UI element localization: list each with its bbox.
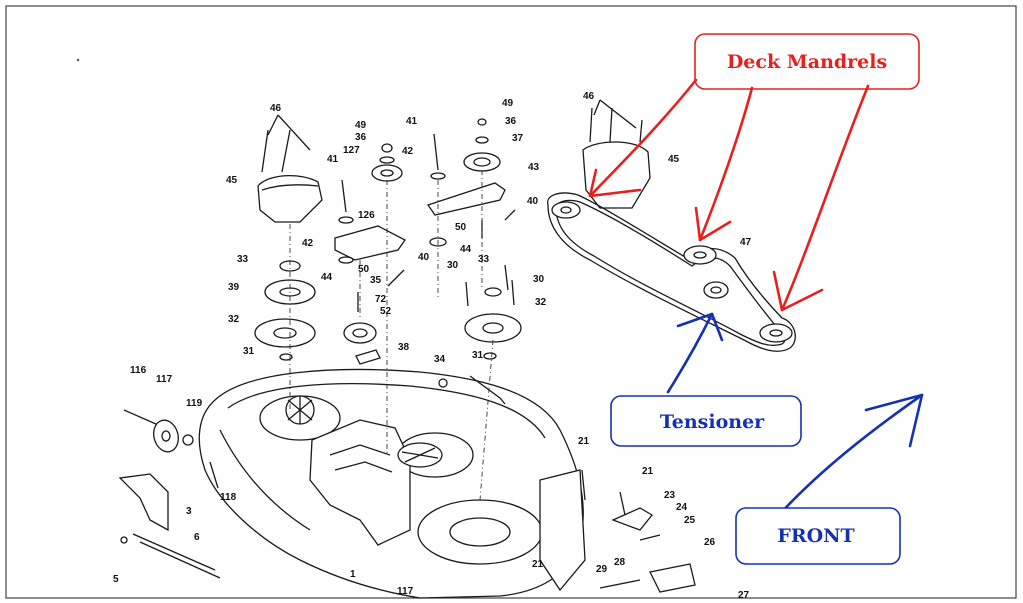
part-label-45-left: 45	[226, 175, 238, 186]
part-label-21-bottom: 21	[532, 559, 544, 570]
part-label-126: 126	[358, 210, 375, 221]
part-label-117-top: 117	[156, 374, 173, 385]
part-label-118: 118	[220, 492, 237, 503]
part-label-42-mid: 42	[302, 238, 314, 249]
part-label-36-mid: 36	[355, 132, 367, 143]
front-callout: FRONT	[735, 393, 924, 565]
part-label-28: 28	[614, 557, 626, 568]
part-label-117-bottom: 117	[397, 586, 414, 597]
part-label-39: 39	[228, 282, 240, 293]
part-label-42-right: 42	[402, 146, 414, 157]
part-label-30-left: 30	[447, 260, 459, 271]
part-label-33-left: 33	[237, 254, 249, 265]
part-label-47: 47	[740, 237, 752, 248]
part-label-34: 34	[434, 354, 446, 365]
part-label-29: 29	[596, 564, 608, 575]
part-label-40-mid: 40	[418, 252, 430, 263]
part-label-25: 25	[684, 515, 696, 526]
part-label-49-mid: 49	[355, 120, 367, 131]
front-box	[735, 507, 901, 565]
arrow-to-left-mandrel	[588, 78, 698, 198]
part-label-127: 127	[343, 145, 360, 156]
arrow-to-right-mandrel	[780, 84, 870, 312]
part-label-40-right: 40	[527, 196, 539, 207]
deck-mandrels-arrows	[588, 78, 870, 312]
left-pulley-stack	[254, 114, 323, 410]
part-label-26: 26	[704, 537, 716, 548]
part-label-5: 5	[113, 574, 119, 585]
part-label-46-belt: 46	[583, 91, 595, 102]
part-label-37: 37	[512, 133, 524, 144]
part-label-50-right: 50	[455, 222, 467, 233]
tensioner-box	[610, 395, 802, 447]
tensioner-label: Tensioner	[660, 411, 765, 433]
front-label: FRONT	[777, 525, 854, 547]
part-label-43: 43	[528, 162, 540, 173]
part-label-6: 6	[194, 532, 200, 543]
arrowhead-right-mandrel	[772, 270, 824, 312]
part-label-3: 3	[186, 506, 192, 517]
deck-mandrels-label: Deck Mandrels	[727, 51, 887, 73]
part-label-44-right: 44	[460, 244, 472, 255]
part-label-46-left: 46	[270, 103, 282, 114]
arrow-to-middle-mandrel	[698, 86, 754, 242]
part-label-1: 1	[350, 569, 356, 580]
deck-mandrels-callout: Deck Mandrels	[588, 33, 920, 312]
tensioner-callout: Tensioner	[610, 312, 802, 447]
stray-mark	[76, 58, 80, 62]
front-direction-arrow	[776, 393, 924, 518]
part-label-24: 24	[676, 502, 688, 513]
part-label-72: 72	[375, 294, 387, 305]
part-label-44-mid: 44	[321, 272, 333, 283]
part-label-23: 23	[664, 490, 676, 501]
arrowhead-left-mandrel	[588, 168, 642, 198]
part-label-50-mid: 50	[358, 264, 370, 275]
part-label-31-right: 31	[472, 350, 484, 361]
deck-mandrels-box	[694, 33, 920, 90]
right-lower-pulley-stack	[438, 264, 522, 501]
part-label-30-right: 30	[533, 274, 545, 285]
part-label-27: 27	[738, 590, 750, 601]
part-label-49-right: 49	[502, 98, 514, 109]
part-label-116: 116	[130, 365, 147, 376]
part-number-labels: 46 45 33 39 32 31 41 42 44 49 36 127 126…	[113, 91, 752, 601]
part-label-119: 119	[186, 398, 203, 409]
wheel-and-brackets	[118, 409, 221, 579]
part-label-45-belt: 45	[668, 154, 680, 165]
part-label-32-left: 32	[228, 314, 240, 325]
part-label-21-top: 21	[578, 436, 590, 447]
tensioner-arrow	[666, 312, 724, 394]
part-label-41-mid: 41	[327, 154, 339, 165]
part-label-35: 35	[370, 275, 382, 286]
middle-pulley-stack	[334, 143, 406, 455]
part-label-31-left: 31	[243, 346, 255, 357]
part-label-32-right: 32	[535, 297, 547, 308]
part-label-41-right: 41	[406, 116, 418, 127]
part-label-36-right: 36	[505, 116, 517, 127]
part-label-21-right: 21	[642, 466, 654, 477]
arrowhead-middle-mandrel	[694, 206, 732, 242]
right-side-brackets	[539, 469, 696, 593]
part-label-33-right: 33	[478, 254, 490, 265]
part-label-38: 38	[398, 342, 410, 353]
part-label-52: 52	[380, 306, 392, 317]
right-pulley-stack	[426, 118, 516, 300]
